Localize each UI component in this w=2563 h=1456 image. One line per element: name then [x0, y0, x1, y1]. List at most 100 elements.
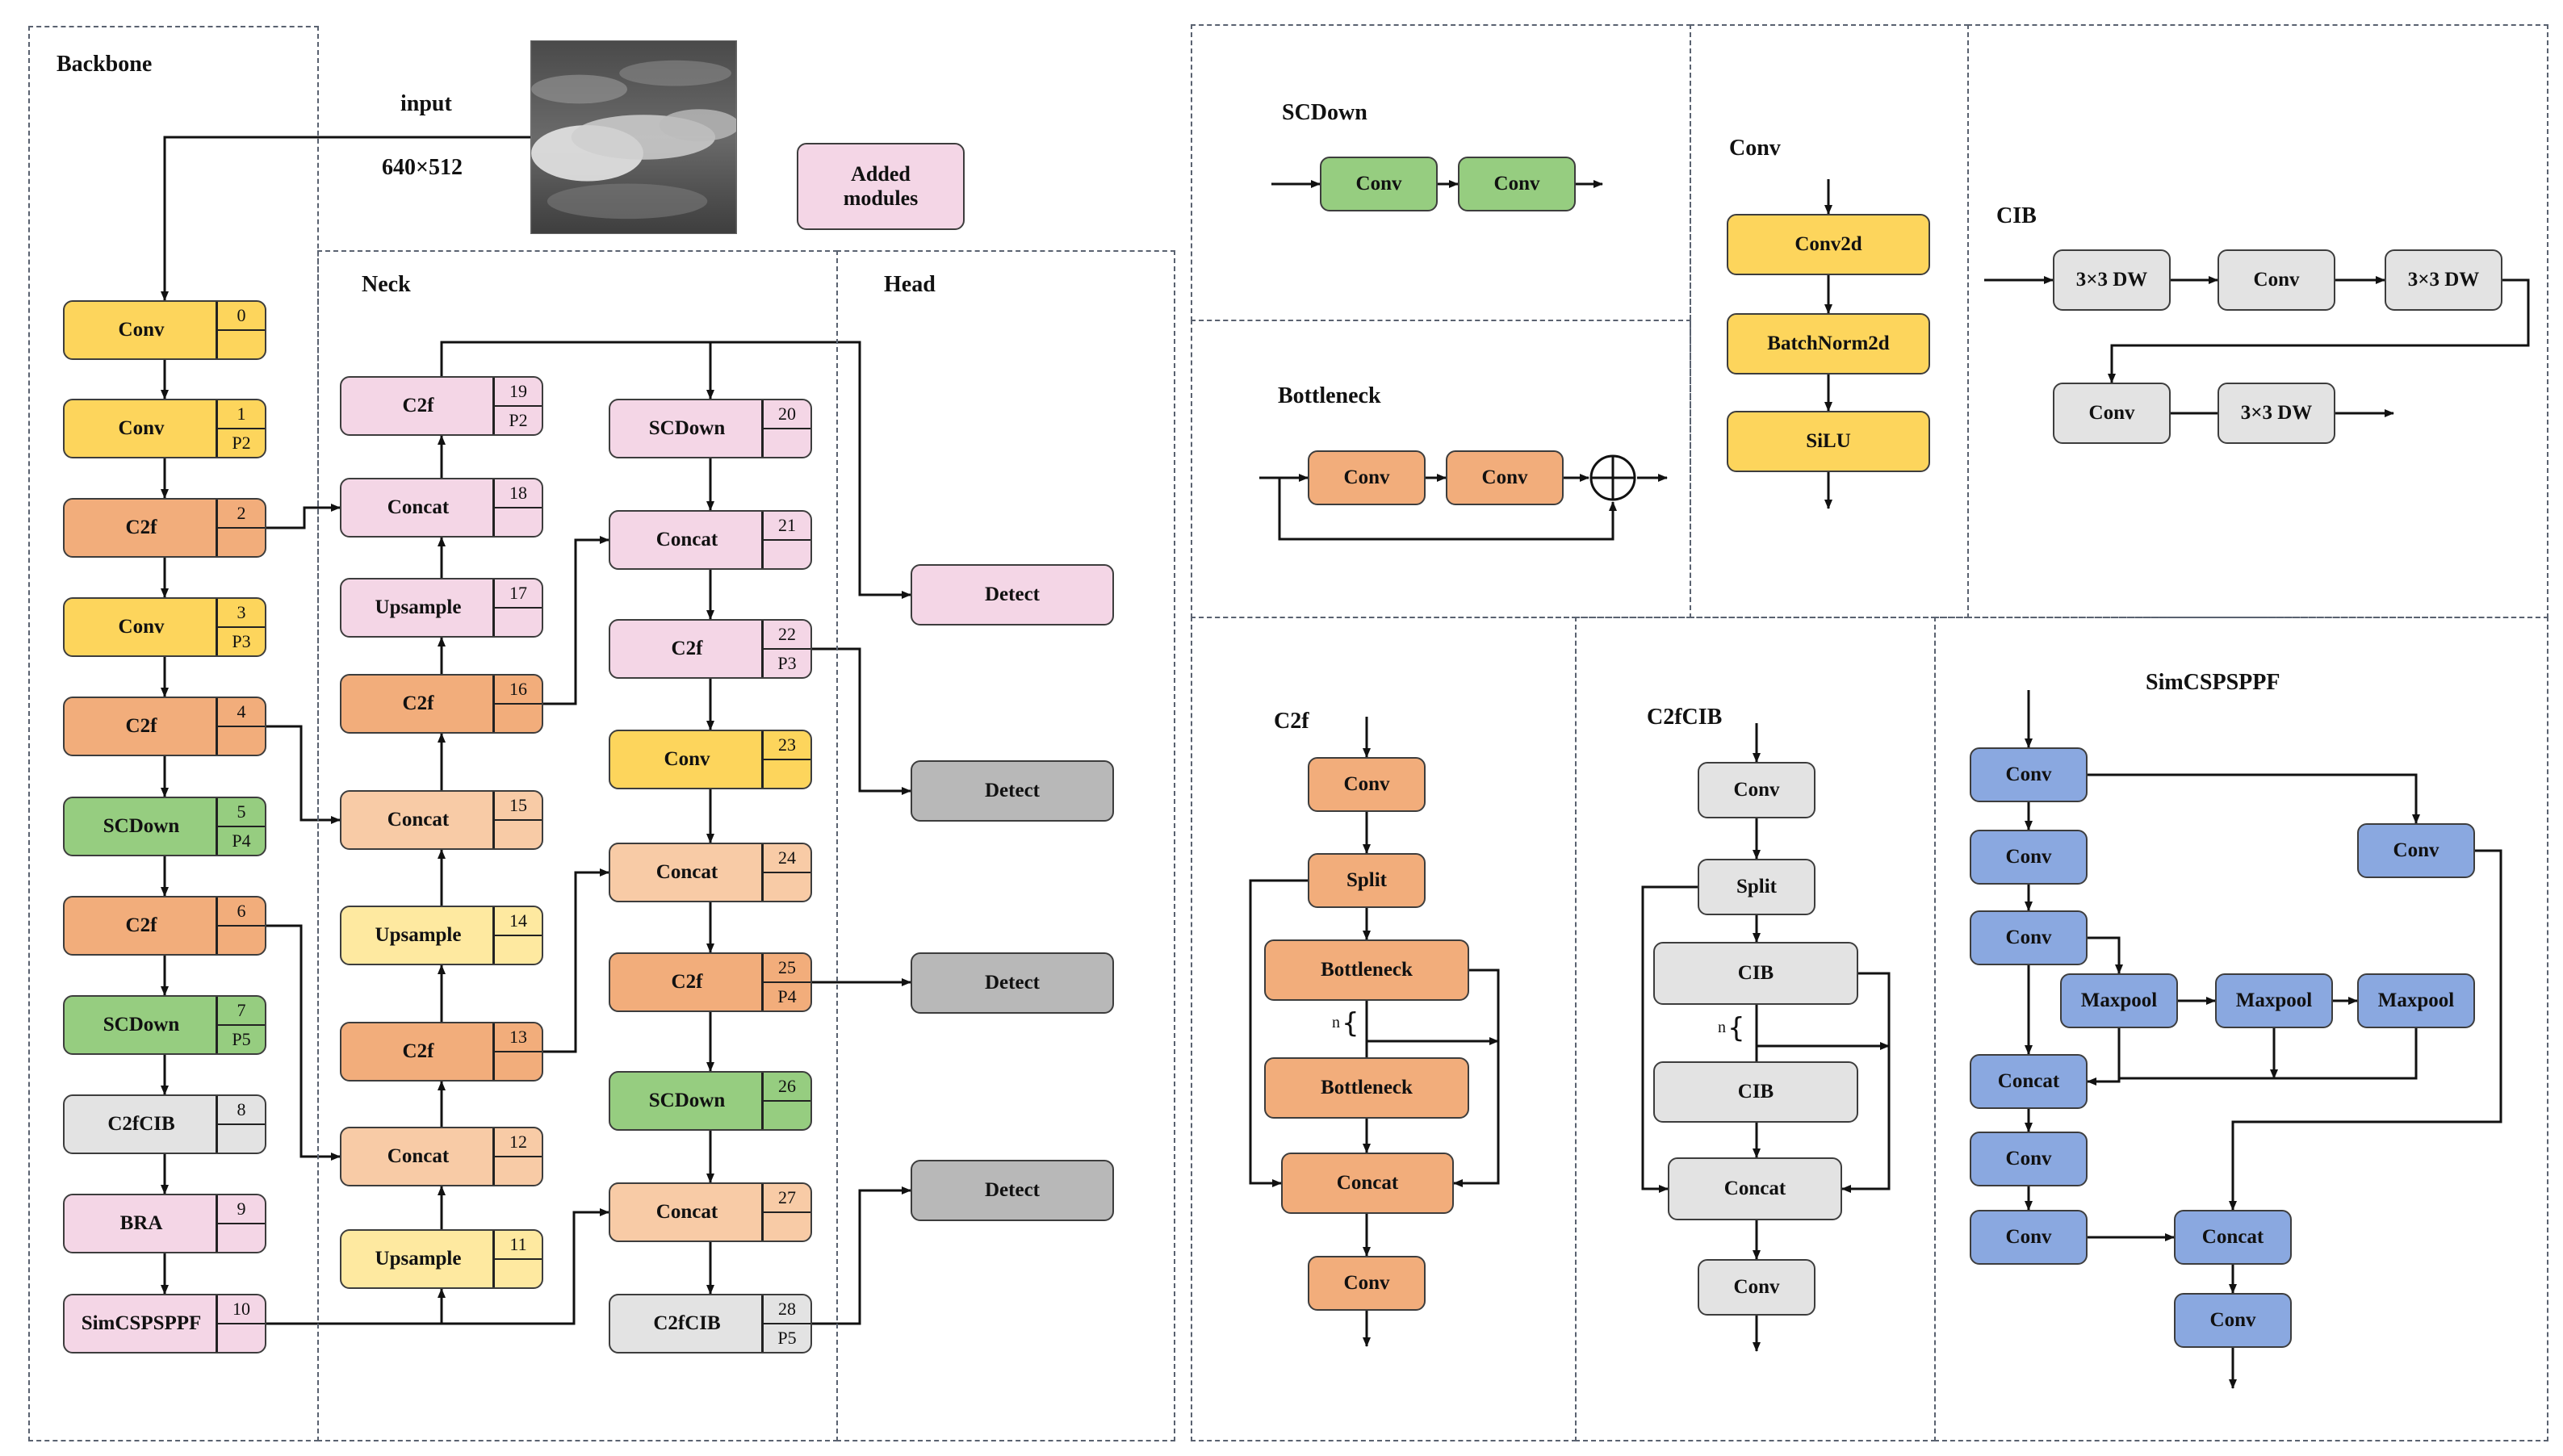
cib-region — [1967, 24, 2548, 618]
detect-head-3-label: Detect — [985, 971, 1040, 994]
backbone-node-4-level-tag — [218, 726, 265, 755]
cib-row2-1-conv-label: Conv — [2088, 401, 2135, 424]
input-label: input — [400, 91, 452, 116]
backbone-node-1-index: 1 — [237, 404, 246, 425]
neck-node-20-index: 20 — [778, 404, 796, 425]
neck-node-15-index: 15 — [509, 795, 527, 816]
detect-head-1-label: Detect — [985, 583, 1040, 605]
backbone-node-7-level-tag: P5 — [218, 1024, 265, 1053]
c2f-module-1-conv-label: Conv — [1343, 772, 1390, 795]
neck-node-21-index: 21 — [778, 515, 796, 536]
neck-node-26-index: 26 — [778, 1076, 796, 1097]
conv-module-batchnorm2d: BatchNorm2d — [1727, 313, 1930, 374]
simcspsppf-module-title: SimCSPSPPF — [2146, 670, 2280, 695]
added-modules-legend: Added modules — [797, 143, 965, 230]
bottleneck-conv-1: Conv — [1308, 450, 1426, 505]
input-size-label: 640×512 — [382, 155, 463, 180]
connector-38 — [812, 647, 911, 795]
neck-node-11-index: 11 — [509, 1234, 527, 1255]
backbone-node-0-label: Conv — [118, 318, 165, 341]
backbone-node-9-label: BRA — [119, 1211, 163, 1234]
neck-node-23-label: Conv — [664, 747, 710, 770]
neck-node-19-index: 19 — [509, 381, 527, 402]
connector-56 — [2108, 278, 2530, 383]
neck-node-28-level-tag: P5 — [764, 1323, 810, 1352]
added-modules-label: Added modules — [843, 162, 919, 210]
backbone-node-2-label: C2f — [125, 516, 157, 538]
sppf-concat: Concat — [2174, 1210, 2292, 1265]
c2f-module-title: C2f — [1274, 709, 1309, 734]
cib-row1-2-conv: Conv — [2217, 249, 2335, 311]
backbone-node-9-index-cell: 9 — [216, 1195, 265, 1252]
c2f-module-5-concat-label: Concat — [1336, 1171, 1399, 1194]
neck-node-16-index-cell: 16 — [492, 676, 542, 732]
sppf-left-5-conv-label: Conv — [2005, 1147, 2052, 1169]
connector-90 — [2119, 1028, 2418, 1080]
neck-node-18-index: 18 — [509, 483, 527, 504]
neck-node-18-index-cell: 18 — [492, 479, 542, 536]
backbone-node-2: C2f 2 — [63, 498, 266, 558]
neck-node-13-index-cell: 13 — [492, 1023, 542, 1080]
backbone-node-3-level-tag: P3 — [218, 626, 265, 655]
neck-node-20-index-cell: 20 — [761, 400, 810, 457]
cib-row1-1-3-3-dw: 3×3 DW — [2053, 249, 2171, 311]
cib-row1-3-3-3-dw: 3×3 DW — [2385, 249, 2502, 311]
backbone-node-1-label: Conv — [118, 416, 165, 439]
backbone-node-3-index: 3 — [237, 602, 246, 623]
c2f-repeat-brace: { — [1342, 1007, 1359, 1040]
connector-75 — [1641, 885, 1698, 1193]
neck-node-28-label: C2fCIB — [653, 1312, 721, 1334]
neck-node-14-level-tag — [495, 935, 542, 964]
sppf-left-1-conv-label: Conv — [2005, 763, 2052, 785]
cib-row2-1-conv: Conv — [2053, 383, 2171, 444]
head-title: Head — [884, 272, 936, 297]
detect-head-2: Detect — [911, 760, 1114, 822]
c2f-repeat-label: n — [1332, 1014, 1340, 1031]
backbone-node-8-index-cell: 8 — [216, 1096, 265, 1153]
conv-module-conv2d: Conv2d — [1727, 214, 1930, 275]
scdown-conv-2: Conv — [1458, 157, 1576, 211]
sppf-maxpool-3-label: Maxpool — [2377, 989, 2455, 1011]
sppf-concat-label: Concat — [2201, 1225, 2264, 1248]
neck-node-20-label: SCDown — [648, 416, 726, 439]
sppf-right-conv-label: Conv — [2393, 839, 2439, 861]
connector-76 — [1841, 972, 1891, 1193]
scdown-conv-2-label: Conv — [1493, 172, 1540, 195]
detect-head-1: Detect — [911, 564, 1114, 625]
neck-node-17-label: Upsample — [375, 596, 462, 618]
cib-module-title: CIB — [1996, 203, 2037, 228]
conv-module-batchnorm2d-label: BatchNorm2d — [1767, 332, 1890, 354]
backbone-node-7-index: 7 — [237, 1000, 246, 1021]
backbone-node-2-index-cell: 2 — [216, 500, 265, 556]
sppf-left-6-conv: Conv — [1970, 1210, 2088, 1265]
sppf-maxpool-1: Maxpool — [2060, 973, 2178, 1028]
sppf-maxpool-3: Maxpool — [2357, 973, 2475, 1028]
c2fcib-module-6-conv-label: Conv — [1733, 1275, 1780, 1298]
input-image — [530, 40, 737, 234]
neck-node-11-level-tag — [495, 1258, 542, 1287]
neck-node-14-index: 14 — [509, 910, 527, 931]
c2f-module-6-conv: Conv — [1308, 1256, 1426, 1311]
neck-node-21-label: Concat — [655, 528, 718, 550]
c2f-module-1-conv: Conv — [1308, 757, 1426, 812]
connector-85 — [2088, 936, 2123, 974]
cib-row2-2-3-3-dw-label: 3×3 DW — [2240, 401, 2313, 424]
neck-node-12-level-tag — [495, 1156, 542, 1185]
connector-31 — [266, 504, 341, 529]
c2fcib-repeat-brace: { — [1728, 1012, 1745, 1044]
neck-node-18-level-tag — [495, 507, 542, 536]
cib-row2-2-3-3-dw: 3×3 DW — [2217, 383, 2335, 444]
